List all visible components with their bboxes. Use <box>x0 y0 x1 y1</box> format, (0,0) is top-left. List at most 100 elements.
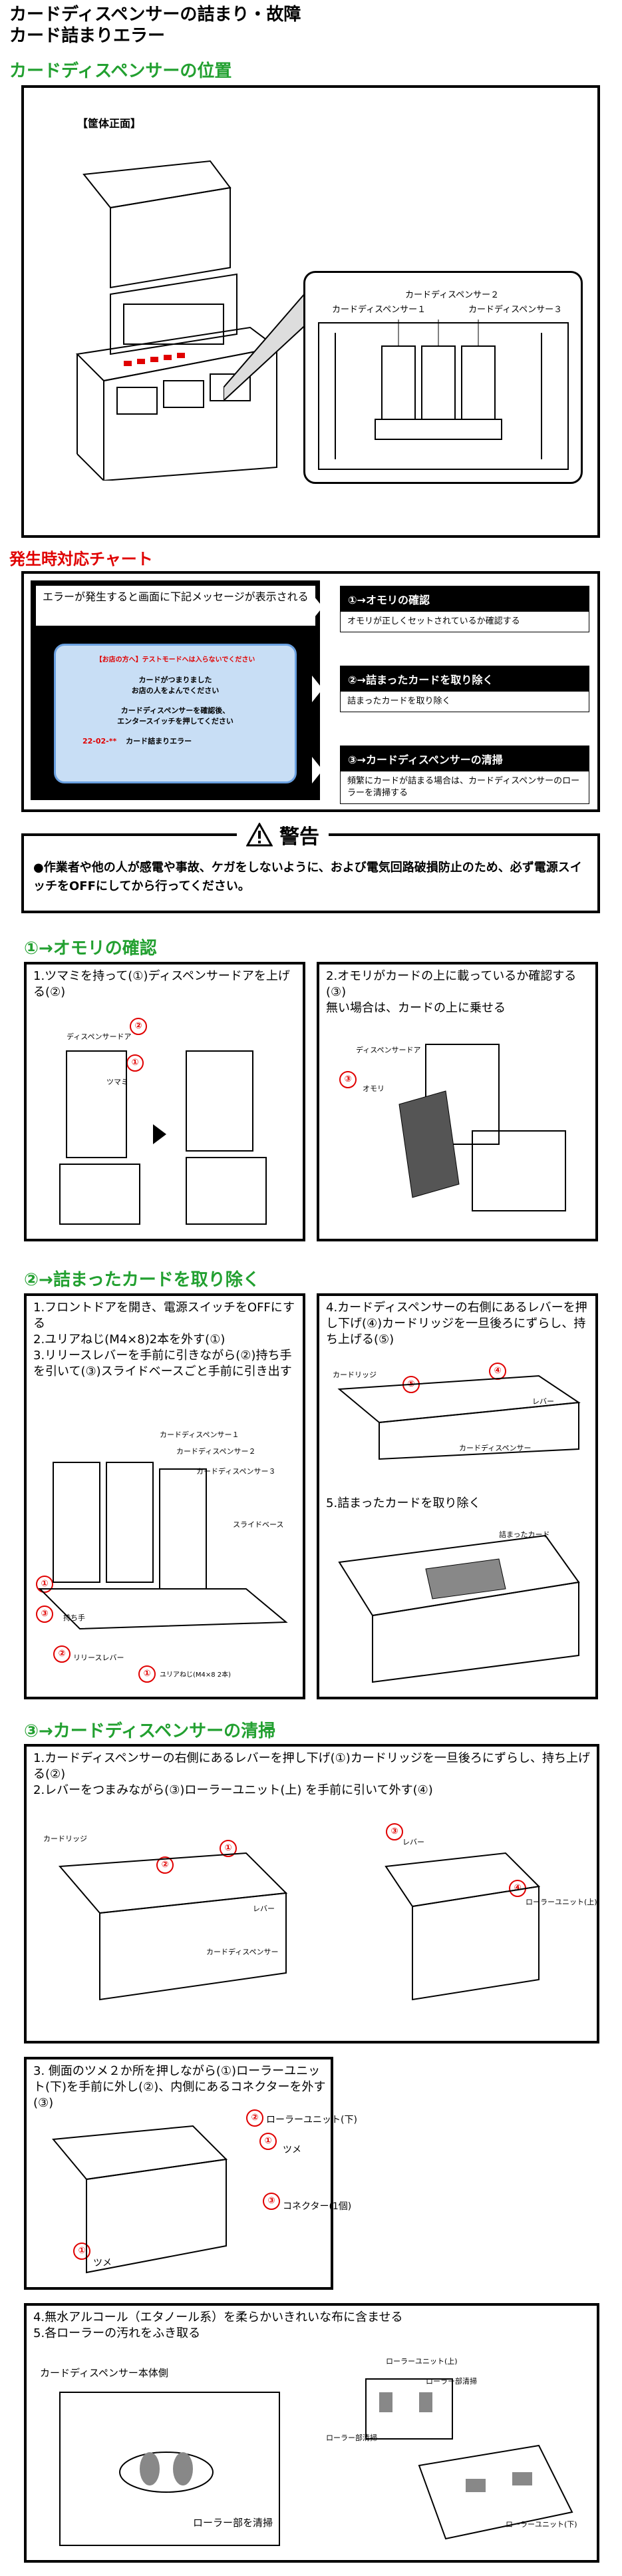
screen-call: お店の人をよんでください <box>131 686 220 695</box>
marker-1b: ① <box>138 1665 156 1683</box>
step3-cartridge-drawing <box>58 1852 288 2001</box>
chart-step2-title: ②→詰まったカードを取り除く <box>340 666 589 692</box>
step2-jam-drawing <box>338 1534 580 1683</box>
step1-panel1-text: 1.ツマミを持って(①)ディスペンサードアを上げる(②) <box>33 969 290 999</box>
label-claw-b: ツメ <box>93 2258 112 2268</box>
chart-step3-title: ③→カードディスペンサーの清掃 <box>340 746 589 772</box>
label-lever-3: レバー <box>253 1904 275 1913</box>
label-dispenser-3: カードディスペンサー <box>206 1948 279 1956</box>
error-panel: エラーが発生すると画面に下記メッセージが表示される 【お店の方へ】テストモードへ… <box>31 580 323 800</box>
step3-panel3-text: 4.無水アルコール（エタノール系）を柔らかいきれいな布に含ませる 5.各ローラー… <box>33 2310 403 2340</box>
step2-panel1-text: 1.フロントドアを開き、電源スイッチをOFFにする 2.ユリアねじ(M4×8)2… <box>33 1301 295 1379</box>
step2-heading: ②→詰まったカードを取り除く <box>24 1270 260 1290</box>
marker-2: ② <box>53 1645 71 1663</box>
step2-panel1: 1.フロントドアを開き、電源スイッチをOFFにする 2.ユリアねじ(M4×8)2… <box>24 1293 305 1699</box>
step3-panel3: 4.無水アルコール（エタノール系）を柔らかいきれいな布に含ませる 5.各ローラー… <box>24 2303 599 2563</box>
cabinet-label: 【筐体正面】 <box>77 117 142 130</box>
step1-panel2-text: 2.オモリがカードの上に載っているか確認する(③) 無い場合は、カードの上に乗せ… <box>326 969 577 1015</box>
chart-step1-desc: オモリが正しくセットされているか確認する <box>340 611 589 632</box>
screen-check: カードディスペンサーを確認後、 <box>120 706 230 715</box>
marker-2: ② <box>246 2109 263 2127</box>
screen-code: 22-02-** <box>82 737 117 746</box>
label-handle: 持ち手 <box>63 1613 85 1622</box>
label-clean-part-2: ローラー部清掃 <box>326 2434 377 2442</box>
label-screw: ユリアねじ(M4×8 2本) <box>160 1671 232 1679</box>
step2-slide-drawing <box>38 1462 288 1630</box>
marker-3: ③ <box>36 1606 53 1623</box>
step1-panel2: 2.オモリがカードの上に載っているか確認する(③) 無い場合は、カードの上に乗せ… <box>317 962 598 1241</box>
label-d2: カードディスペンサー２ <box>176 1447 256 1456</box>
label-door2: ディスペンサードア <box>356 1046 421 1054</box>
step3-panel1-text: 1.カードディスペンサーの右側にあるレバーを押し下げ(①)カードリッジを一旦後ろ… <box>33 1751 591 1797</box>
label-knob: ツマミ <box>106 1078 128 1086</box>
step1-heading: ①→オモリの確認 <box>24 939 157 959</box>
label-roller-up-small: ローラーユニット(上) <box>386 2357 458 2366</box>
label-roller-down: ローラーユニット(下) <box>266 2115 357 2125</box>
title-line1: カードディスペンサーの詰まり・故障 <box>9 5 301 25</box>
step2-panel3-text: 5.詰まったカードを取り除く <box>326 1496 481 1510</box>
label-d3: カードディスペンサー３ <box>196 1467 276 1476</box>
label-lever-3b: レバー <box>402 1838 424 1846</box>
marker-4: ④ <box>489 1363 506 1380</box>
label-door: ディスペンサードア <box>67 1032 132 1041</box>
marker-3: ③ <box>263 2193 280 2210</box>
error-intro: エラーが発生すると画面に下記メッセージが表示される <box>36 586 315 626</box>
step1-panel1: 1.ツマミを持って(①)ディスペンサードアを上げる(②) ディスペンサードア ツ… <box>24 962 305 1241</box>
step1-door-drawing <box>59 1050 267 1225</box>
step3-roller-drawing <box>385 1852 541 2001</box>
step3-panel2-text: 3. 側面のツメ２か所を押しながら(①)ローラーユニット(下)を手前に外し(②)… <box>33 2064 326 2110</box>
step3-clean-body-drawing <box>59 2392 280 2546</box>
chart-step1-title: ①→オモリの確認 <box>340 586 589 612</box>
label-dispenser2: カードディスペンサー２ <box>405 290 500 300</box>
right-arrow-icon <box>312 676 323 702</box>
label-cartridge-3: カードリッジ <box>43 1834 87 1843</box>
label-dispenser: カードディスペンサー <box>459 1444 532 1452</box>
step3-lower-roller-drawing <box>52 2125 228 2274</box>
chart-heading: 発生時対応チャート <box>9 550 153 568</box>
warning-text: ●作業者や他の人が感電や事故、ケガをしないように、および電気回路破損防止のため、… <box>33 861 582 893</box>
dispenser-zoom-drawing <box>318 320 569 470</box>
step2-panel2-text: 4.カードディスペンサーの右側にあるレバーを押し下げ(④)カードリッジを一旦後ろ… <box>326 1301 587 1347</box>
label-roller-up: ローラーユニット(上) <box>526 1898 597 1906</box>
step2-lever-drawing <box>337 1375 581 1460</box>
page-title: カードディスペンサーの詰まり・故障 カード詰まりエラー <box>9 4 301 47</box>
step3-panel1: 1.カードディスペンサーの右側にあるレバーを押し下げ(①)カードリッジを一旦後ろ… <box>24 1744 599 2043</box>
marker-3: ③ <box>386 1823 403 1840</box>
title-line2: カード詰まりエラー <box>9 26 166 46</box>
screen-enter: エンタースイッチを押してください <box>117 717 233 726</box>
label-weight: オモリ <box>363 1084 385 1093</box>
chart-step2-desc: 詰まったカードを取り除く <box>340 691 589 712</box>
warning-title: 警告 <box>279 825 319 849</box>
screen-code-label: カード詰まりエラー <box>126 737 192 746</box>
step3-clean-roller-drawing <box>365 2378 573 2540</box>
screen-jam: カードがつまりました <box>138 676 212 684</box>
position-heading: カードディスペンサーの位置 <box>9 61 232 81</box>
step3-heading: ③→カードディスペンサーの清掃 <box>24 1721 276 1741</box>
error-screen: 【お店の方へ】テストモードへは入らないでください カードがつまりました お店の人… <box>54 644 297 783</box>
zoom-callout: カードディスペンサー２ カードディスペンサー１ カードディスペンサー３ <box>303 271 583 484</box>
screen-notice: 【お店の方へ】テストモードへは入らないでください <box>95 656 255 664</box>
chart-step3-desc: 頻繁にカードが詰まる場合は、カードディスペンサーのローラーを清掃する <box>340 771 589 804</box>
step2-panel2: 4.カードディスペンサーの右側にあるレバーを押し下げ(④)カードリッジを一旦後ろ… <box>317 1293 598 1699</box>
warning-header: 警告 <box>237 820 329 849</box>
label-roller-clean: ローラー部を清掃 <box>193 2517 273 2529</box>
right-arrow-icon <box>312 757 323 783</box>
position-box: 【筐体正面】 カードディスペンサー２ カードディスペンサー１ カードディスペンサ… <box>21 85 600 538</box>
right-arrow-icon <box>312 594 323 620</box>
label-dispenser1: カードディスペンサー１ <box>332 305 426 315</box>
marker-1b: ① <box>73 2243 90 2260</box>
cabinet-illustration <box>75 160 279 481</box>
label-connector: コネクター(1個) <box>283 2201 352 2212</box>
step3-panel2: 3. 側面のツメ２か所を押しながら(①)ローラーユニット(下)を手前に外し(②)… <box>24 2057 357 2290</box>
label-lever: レバー <box>532 1397 554 1406</box>
label-slide: スライドベース <box>233 1520 284 1529</box>
marker-3: ③ <box>339 1071 357 1088</box>
label-release: リリースレバー <box>73 1653 124 1662</box>
marker-2: ② <box>130 1018 147 1035</box>
chart-box: エラーが発生すると画面に下記メッセージが表示される 【お店の方へ】テストモードへ… <box>21 571 600 812</box>
marker-1: ① <box>36 1576 53 1593</box>
label-body-side: カードディスペンサー本体側 <box>40 2367 168 2379</box>
warning-triangle-icon <box>246 823 273 847</box>
step1-weight-drawing <box>398 1044 566 1211</box>
label-cartridge: カードリッジ <box>333 1371 377 1379</box>
